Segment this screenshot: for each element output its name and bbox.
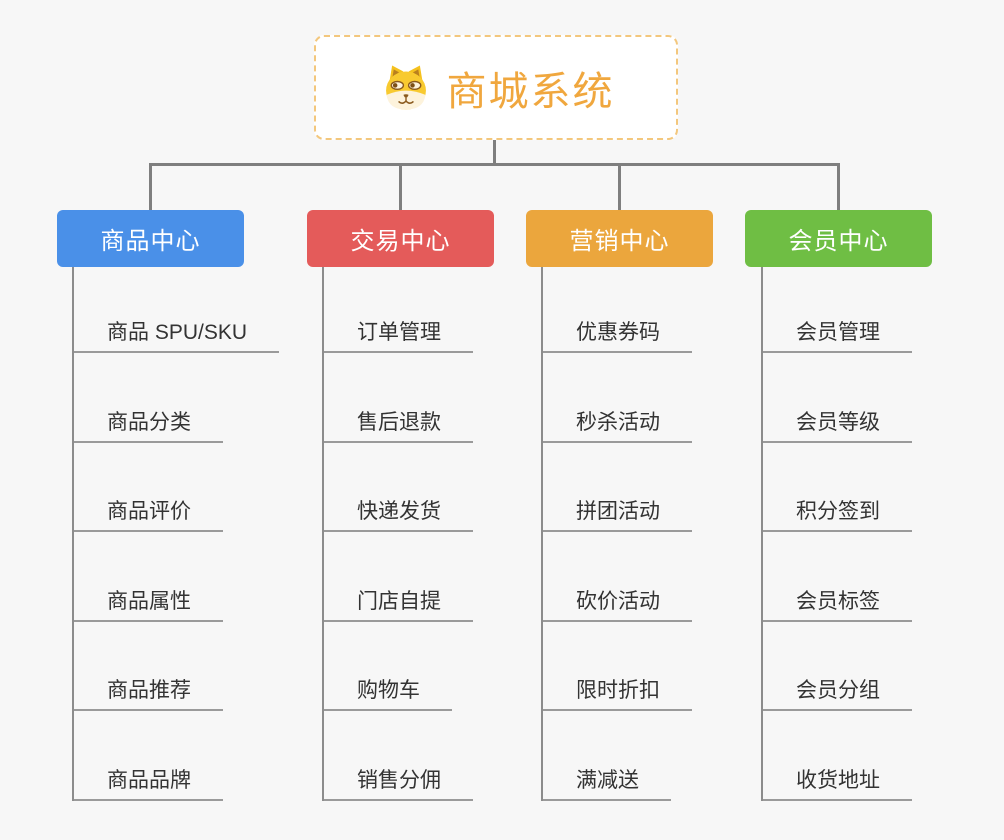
- leaf-item[interactable]: 积分签到: [763, 495, 912, 532]
- leaf-item[interactable]: 会员等级: [763, 406, 912, 443]
- connector-branch-stub: [837, 164, 840, 210]
- root-node[interactable]: 商城系统: [314, 35, 678, 140]
- branch-label: 交易中心: [350, 228, 451, 255]
- branch-label: 会员中心: [788, 228, 889, 255]
- branch-node-members[interactable]: 会员中心: [745, 210, 932, 267]
- leaf-item[interactable]: 秒杀活动: [543, 406, 692, 443]
- leaf-item[interactable]: 订单管理: [324, 316, 473, 353]
- connector-rail: [149, 163, 840, 166]
- leaf-item[interactable]: 满减送: [543, 764, 671, 801]
- leaf-item[interactable]: 商品推荐: [74, 674, 223, 711]
- dog-face-icon: [385, 64, 426, 110]
- branch-label: 营销中心: [569, 228, 670, 255]
- leaf-item[interactable]: 会员标签: [763, 585, 912, 622]
- leaf-item[interactable]: 收货地址: [763, 764, 912, 801]
- leaf-item[interactable]: 商品评价: [74, 495, 223, 532]
- leaf-item[interactable]: 拼团活动: [543, 495, 692, 532]
- leaf-item[interactable]: 销售分佣: [324, 764, 473, 801]
- leaf-item[interactable]: 售后退款: [324, 406, 473, 443]
- leaf-item[interactable]: 快递发货: [324, 495, 473, 532]
- root-title: 商城系统: [446, 69, 615, 114]
- branch-node-trade[interactable]: 交易中心: [307, 210, 494, 267]
- leaf-item[interactable]: 商品品牌: [74, 764, 223, 801]
- branch-column-members: 会员管理 会员等级 积分签到 会员标签 会员分组 收货地址: [761, 267, 912, 801]
- branch-column-trade: 订单管理 售后退款 快递发货 门店自提 购物车 销售分佣: [322, 267, 473, 801]
- connector-branch-stub: [399, 164, 402, 210]
- connector-branch-stub: [149, 164, 152, 210]
- connector-root-stub: [493, 140, 496, 166]
- leaf-item[interactable]: 优惠券码: [543, 316, 692, 353]
- branch-node-products[interactable]: 商品中心: [57, 210, 244, 267]
- branch-column-marketing: 优惠券码 秒杀活动 拼团活动 砍价活动 限时折扣 满减送: [541, 267, 692, 801]
- leaf-item[interactable]: 会员分组: [763, 674, 912, 711]
- branch-label: 商品中心: [100, 228, 201, 255]
- leaf-item[interactable]: 门店自提: [324, 585, 473, 622]
- leaf-item[interactable]: 商品属性: [74, 585, 223, 622]
- leaf-item[interactable]: 商品 SPU/SKU: [74, 316, 280, 353]
- leaf-item[interactable]: 砍价活动: [543, 585, 692, 622]
- leaf-item[interactable]: 限时折扣: [543, 674, 692, 711]
- leaf-item[interactable]: 购物车: [324, 674, 452, 711]
- leaf-item[interactable]: 会员管理: [763, 316, 912, 353]
- connector-branch-stub: [618, 164, 621, 210]
- leaf-item[interactable]: 商品分类: [74, 406, 223, 443]
- branch-node-marketing[interactable]: 营销中心: [526, 210, 713, 267]
- branch-column-products: 商品 SPU/SKU 商品分类 商品评价 商品属性 商品推荐 商品品牌: [72, 267, 280, 801]
